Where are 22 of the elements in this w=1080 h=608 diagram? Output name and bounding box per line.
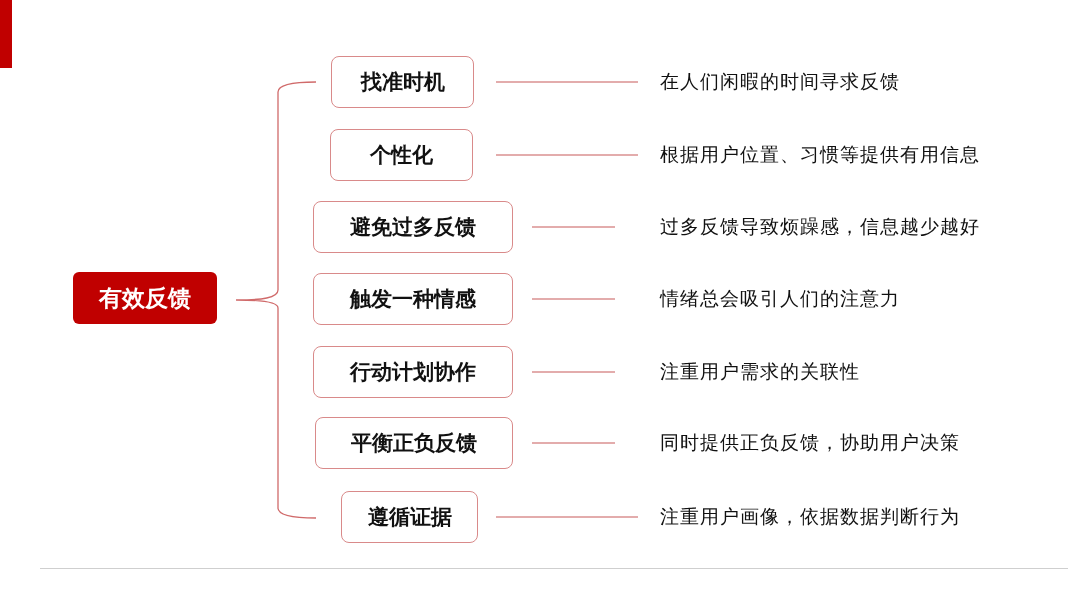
- root-box: 有效反馈: [73, 272, 217, 324]
- topic-box: 行动计划协作: [313, 346, 513, 398]
- topic-box: 找准时机: [331, 56, 474, 108]
- topic-box: 触发一种情感: [313, 273, 513, 325]
- connector-line: [531, 442, 616, 444]
- connector-line: [531, 371, 616, 373]
- description-text: 同时提供正负反馈，协助用户决策: [615, 425, 1015, 461]
- connector-line: [495, 516, 639, 518]
- description-text: 情绪总会吸引人们的注意力: [615, 281, 1015, 317]
- connector-line: [495, 81, 639, 83]
- connector-line: [531, 298, 616, 300]
- topic-box: 个性化: [330, 129, 473, 181]
- topic-box: 平衡正负反馈: [315, 417, 513, 469]
- description-text: 过多反馈导致烦躁感，信息越少越好: [615, 209, 1015, 245]
- description-text: 在人们闲暇的时间寻求反馈: [638, 64, 1038, 100]
- connector-line: [531, 226, 616, 228]
- description-text: 注重用户需求的关联性: [615, 354, 1015, 390]
- topic-box: 遵循证据: [341, 491, 478, 543]
- description-text: 根据用户位置、习惯等提供有用信息: [638, 137, 1038, 173]
- topic-box: 避免过多反馈: [313, 201, 513, 253]
- connector-line: [495, 154, 639, 156]
- description-text: 注重用户画像，依据数据判断行为: [638, 499, 1038, 535]
